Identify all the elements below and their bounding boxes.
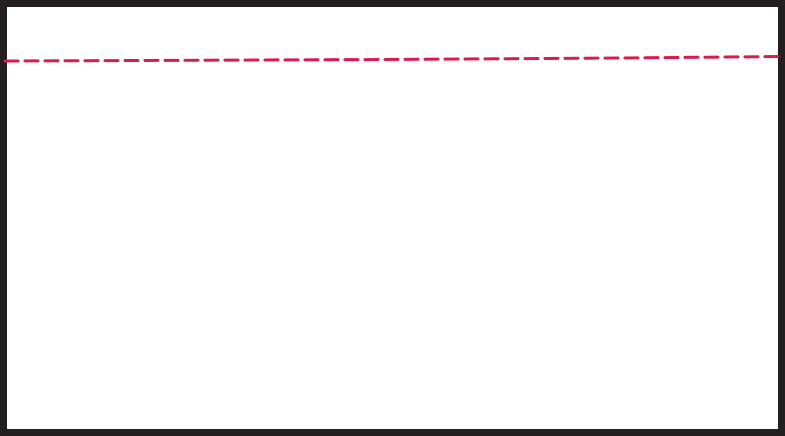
dashed-line bbox=[3, 55, 783, 63]
